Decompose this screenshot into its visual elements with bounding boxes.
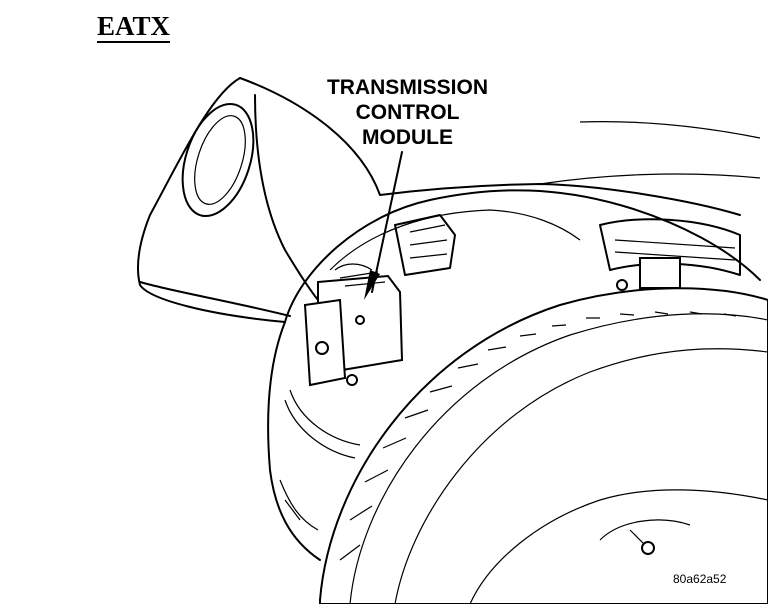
tire-sidewall-2 xyxy=(394,348,768,604)
bracket-detail xyxy=(409,224,448,259)
wheel-well-inner xyxy=(329,209,581,271)
lug-nut xyxy=(641,541,655,555)
tcm-fastener xyxy=(355,315,365,325)
mirror-glass xyxy=(194,115,246,205)
callout-arrow-head xyxy=(364,270,380,300)
wheel-rim xyxy=(469,489,768,604)
hood-surface-line-2 xyxy=(539,173,761,185)
strut-mount xyxy=(639,257,681,289)
callout-line-2: CONTROL xyxy=(355,101,460,124)
callout-line-3: MODULE xyxy=(362,126,453,149)
fender-crease xyxy=(254,94,319,301)
hood-line xyxy=(239,77,741,216)
tcm-cables xyxy=(284,389,361,459)
tire-tread xyxy=(339,311,737,561)
side-mirror xyxy=(181,102,255,218)
callout-arrow-shaft xyxy=(371,151,403,293)
figure-id: 80a62a52 xyxy=(673,572,727,586)
tcm-mount-bolt xyxy=(346,374,358,386)
strut-lines xyxy=(614,239,736,261)
lower-bumper-detail xyxy=(279,479,319,531)
mount-bolt xyxy=(616,279,628,291)
module-bracket xyxy=(394,214,456,276)
fender-outline xyxy=(137,77,321,561)
hood-surface-line xyxy=(579,121,761,139)
wheel-well xyxy=(284,189,761,323)
bumper-line xyxy=(139,281,291,317)
tire-sidewall xyxy=(349,313,768,604)
section-heading: EATX xyxy=(97,11,171,43)
tire xyxy=(319,287,768,604)
component-callout-label: TRANSMISSION CONTROL MODULE xyxy=(300,75,515,150)
callout-line-1: TRANSMISSION xyxy=(326,76,488,99)
tcm-screw xyxy=(315,341,329,355)
